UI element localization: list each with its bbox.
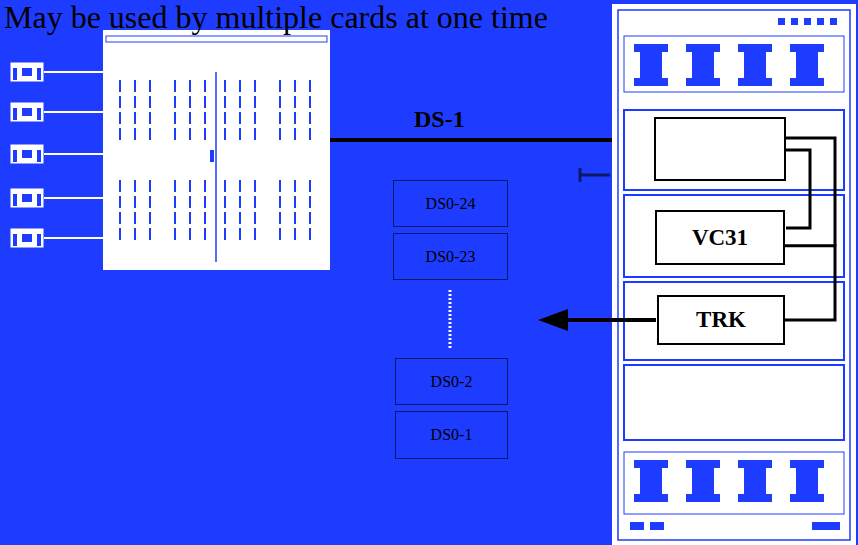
cabinet-grill — [254, 80, 256, 140]
cabinet-grill — [254, 180, 256, 240]
cabinet-grill — [204, 80, 206, 140]
cabinet-grill — [239, 80, 241, 140]
rack-led — [817, 18, 824, 25]
cabinet-grill — [279, 80, 281, 140]
rack-slot — [686, 44, 720, 86]
cabinet-grill — [204, 180, 206, 240]
cabinet-grill — [189, 80, 191, 140]
pbx-cabinet — [103, 30, 330, 270]
cabinet-grill — [279, 180, 281, 240]
cabinet-grill — [174, 180, 176, 240]
signal-label: DS-1 — [414, 106, 465, 133]
rack-led — [791, 18, 798, 25]
rack-slot — [738, 460, 772, 502]
rack-slot — [738, 44, 772, 86]
box-text: VC31 — [692, 225, 748, 251]
equipment-rack — [612, 4, 856, 545]
bus-connector — [785, 246, 835, 320]
ds1-line — [330, 138, 656, 142]
trunk-card: TRK — [657, 295, 785, 345]
bus-wire — [785, 138, 835, 246]
channel-box: DS0-2 — [395, 358, 508, 405]
cabinet-grill — [309, 80, 311, 140]
channel-box: DS0-23 — [393, 233, 508, 280]
channel-box: DS0-1 — [395, 411, 508, 459]
rack-slot — [790, 460, 824, 502]
rack-port — [650, 522, 664, 530]
cabinet-grill — [149, 80, 151, 140]
cabinet-grill — [294, 180, 296, 240]
cabinet-grill — [239, 180, 241, 240]
rack-port — [812, 522, 840, 530]
phone-wire — [44, 72, 104, 238]
cabinet-grill — [134, 180, 136, 240]
cabinet-grill — [309, 180, 311, 240]
line-interface-card — [655, 118, 785, 180]
rack-slot — [790, 44, 824, 86]
cabinet-grill — [119, 80, 121, 140]
rack-slot — [634, 460, 668, 502]
rack-led — [830, 18, 837, 25]
cabinet-grill — [149, 180, 151, 240]
rack-led — [778, 18, 785, 25]
channel-box: DS0-24 — [393, 180, 508, 227]
rack-led — [804, 18, 811, 25]
rack-port — [630, 522, 644, 530]
output-arrow — [538, 309, 656, 331]
box-text: DS0-1 — [431, 426, 473, 444]
rack-slot — [634, 44, 668, 86]
box-text: DS0-23 — [426, 248, 476, 266]
cabinet-grill — [294, 80, 296, 140]
cabinet-grill — [119, 180, 121, 240]
voice-card: VC31 — [655, 210, 785, 265]
box-text: TRK — [696, 307, 746, 333]
cabinet-grill — [189, 180, 191, 240]
slide-title: May be used by multiple cards at one tim… — [4, 0, 548, 35]
rack-slot — [686, 460, 720, 502]
dotted-line — [449, 290, 452, 350]
cabinet-grill — [134, 80, 136, 140]
cabinet-grill — [174, 80, 176, 140]
cabinet-grill — [224, 80, 226, 140]
box-text: DS0-2 — [431, 373, 473, 391]
cabinet-grill — [224, 180, 226, 240]
box-text: DS0-24 — [426, 195, 476, 213]
telephone-set — [10, 62, 44, 248]
